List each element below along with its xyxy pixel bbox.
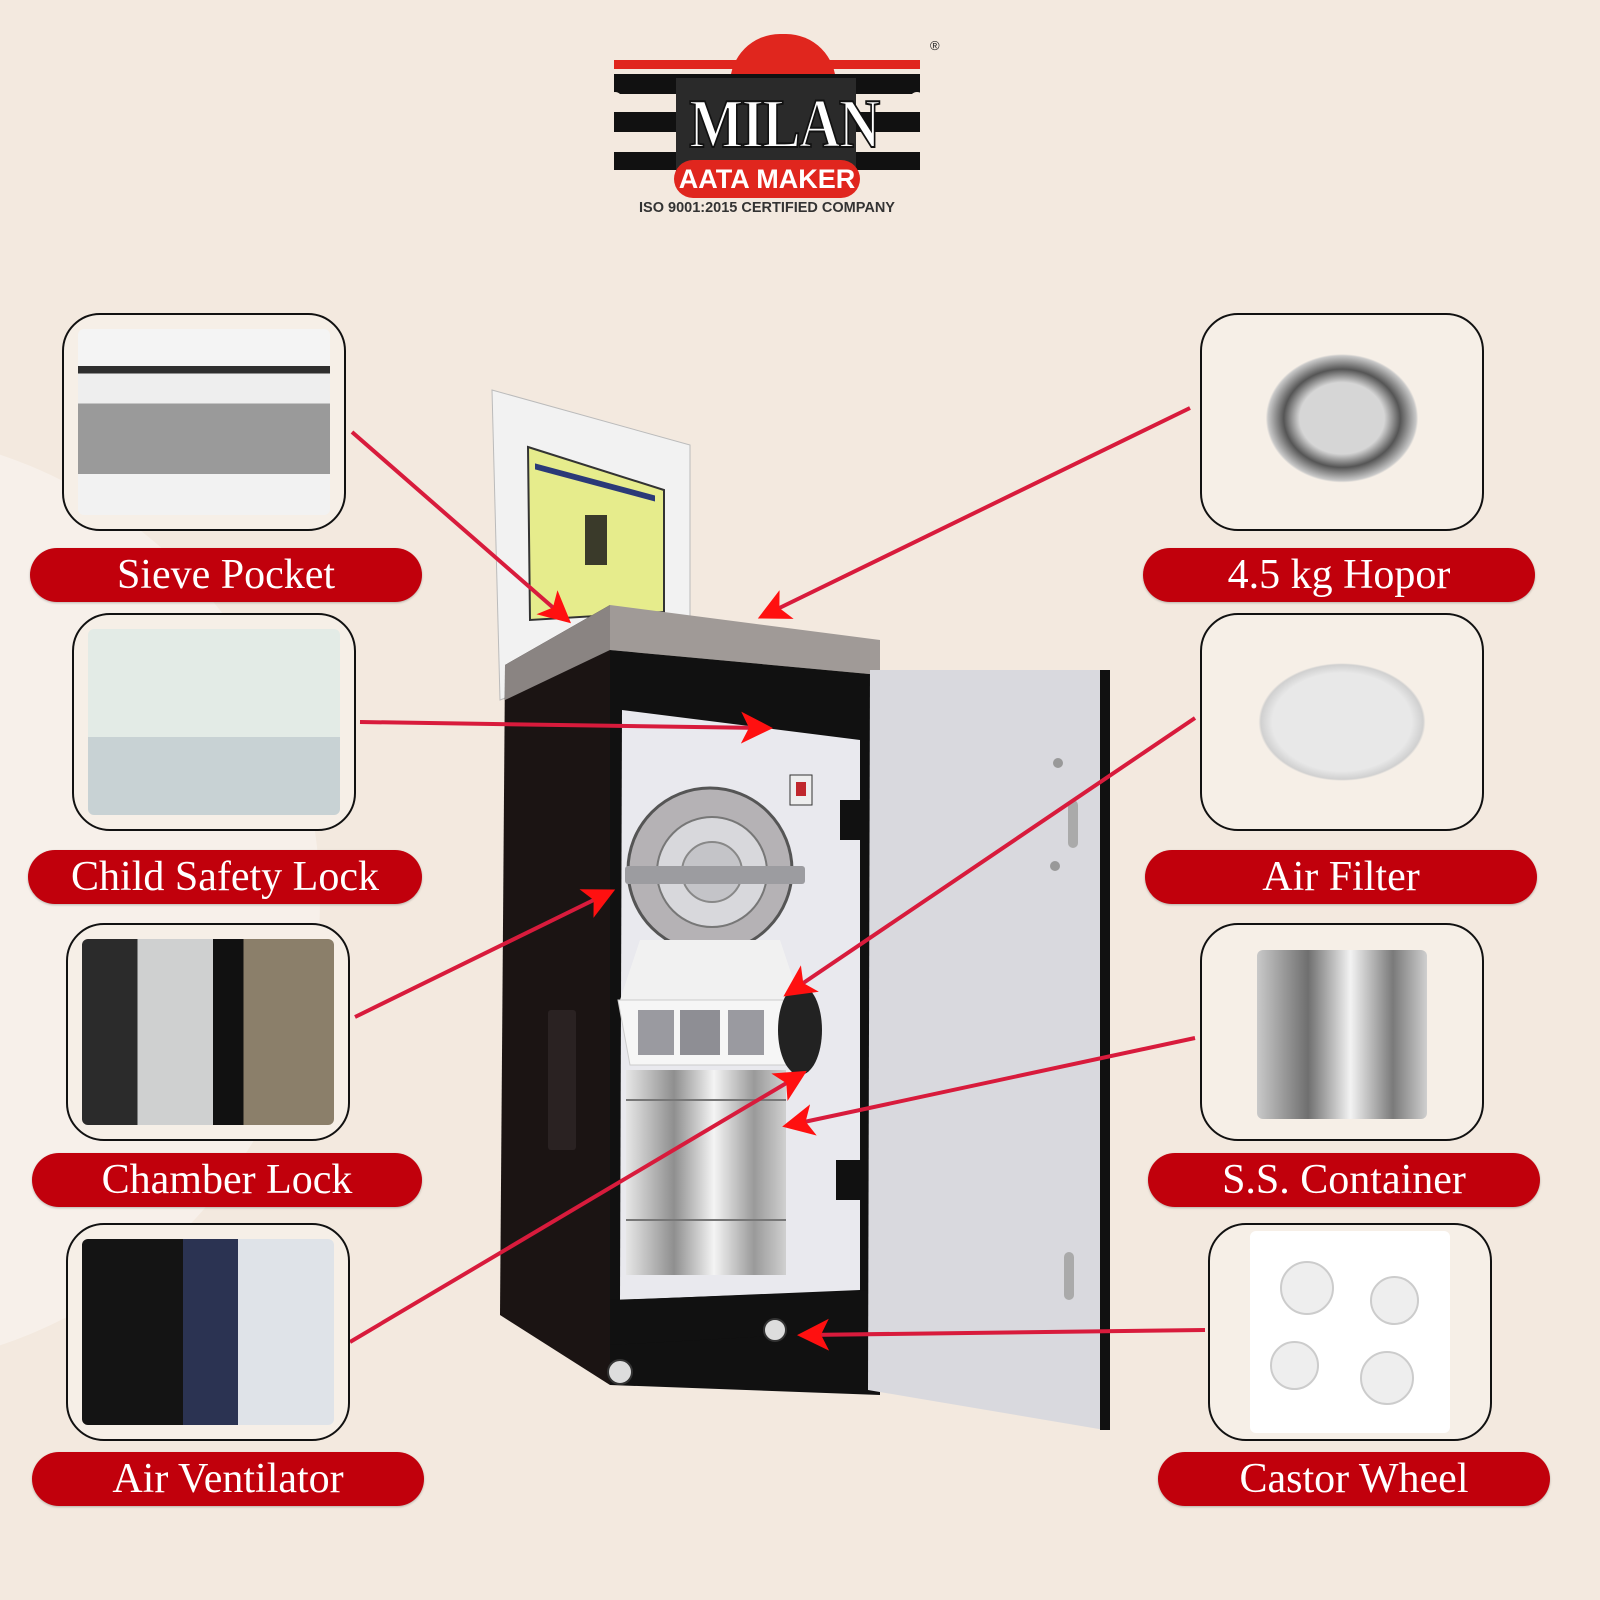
castor-wheel-photo	[1250, 1231, 1450, 1433]
hopper-photo	[1216, 329, 1468, 515]
feature-label-hopper: 4.5 kg Hopor	[1143, 548, 1535, 602]
feature-card-ss-container	[1200, 923, 1484, 1141]
feature-card-air-ventilator	[66, 1223, 350, 1441]
feature-card-chamber-lock	[66, 923, 350, 1141]
child-safety-lock-photo	[88, 629, 340, 815]
feature-label-child-safety-lock: Child Safety Lock	[28, 850, 422, 904]
air-filter-photo	[1216, 629, 1468, 815]
feature-card-sieve-pocket	[62, 313, 346, 531]
feature-label-castor-wheel: Castor Wheel	[1158, 1452, 1550, 1506]
feature-label-air-filter: Air Filter	[1145, 850, 1537, 904]
certification-text: ISO 9001:2015 CERTIFIED COMPANY	[639, 200, 895, 216]
feature-label-air-ventilator: Air Ventilator	[32, 1452, 424, 1506]
sieve-pocket-photo	[78, 329, 330, 515]
brand-logo: MILAN AATA MAKER ISO 9001:2015 CERTIFIED…	[608, 34, 942, 224]
brand-tagline: AATA MAKER	[674, 160, 860, 198]
chamber-lock-photo	[82, 939, 334, 1125]
ss-container-photo	[1257, 950, 1427, 1119]
feature-card-air-filter	[1200, 613, 1484, 831]
logo-red-bar	[614, 60, 920, 69]
air-ventilator-photo	[82, 1239, 334, 1425]
feature-card-castor-wheel	[1208, 1223, 1492, 1441]
feature-label-ss-container: S.S. Container	[1148, 1153, 1540, 1207]
feature-label-sieve-pocket: Sieve Pocket	[30, 548, 422, 602]
registered-mark: ®	[930, 38, 940, 53]
feature-card-child-safety-lock	[72, 613, 356, 831]
feature-label-chamber-lock: Chamber Lock	[32, 1153, 422, 1207]
feature-card-hopper	[1200, 313, 1484, 531]
